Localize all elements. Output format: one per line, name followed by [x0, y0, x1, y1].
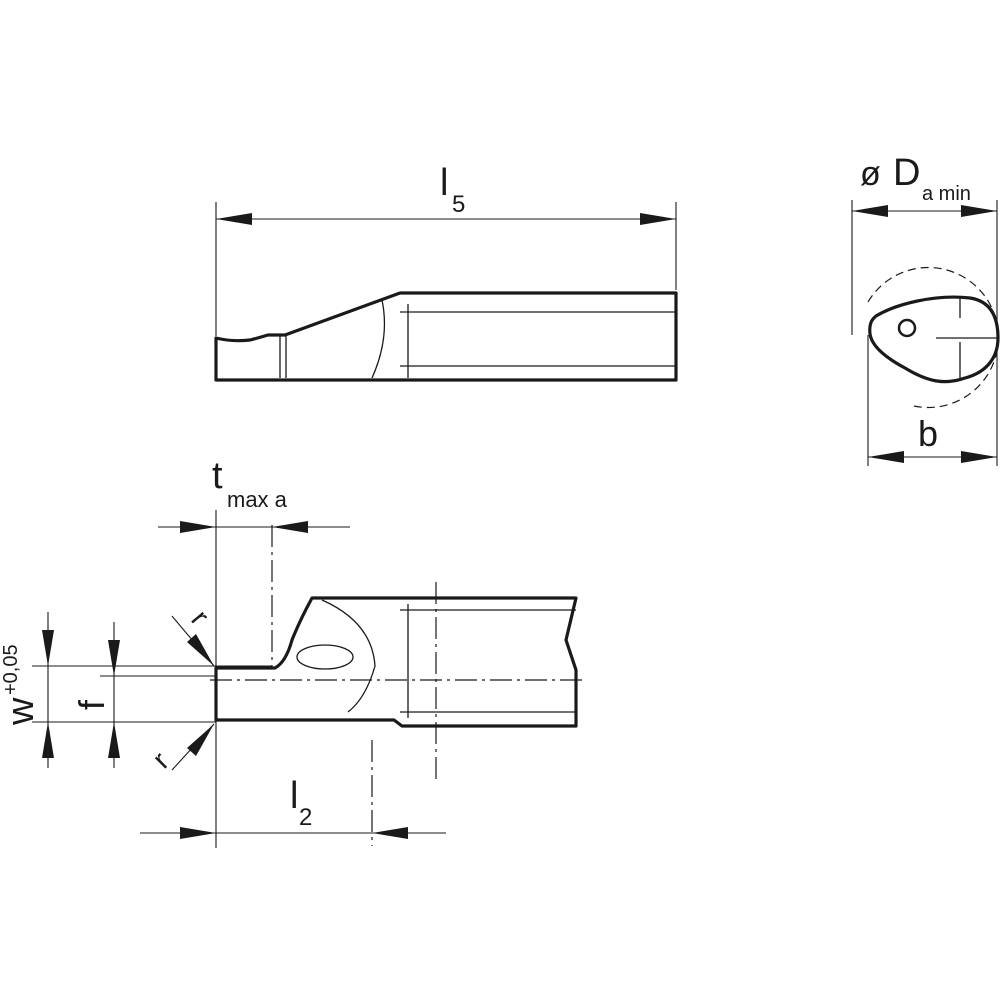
l2-main: l — [290, 775, 298, 817]
label-da-min: ø D a min — [860, 152, 971, 205]
da-prefix: ø — [860, 155, 881, 193]
label-b: b — [918, 413, 938, 454]
tool-body-top — [214, 291, 678, 382]
da-main: D — [893, 152, 920, 194]
l2-sub: 2 — [299, 804, 312, 831]
tmax-main: t — [212, 455, 223, 497]
detail-view-bottom — [32, 510, 586, 848]
insert-end-profile — [868, 295, 1000, 384]
da-sub: a min — [922, 183, 971, 205]
side-view-top — [214, 202, 678, 382]
label-f: f — [71, 699, 112, 710]
tool-body-bottom — [214, 596, 578, 728]
label-tmax-a: t max a — [212, 455, 288, 512]
label-l2: l 2 — [290, 775, 312, 831]
label-r-bottom: r — [146, 746, 175, 775]
w-sup: +0,05 — [0, 644, 22, 695]
l5-main: l — [440, 162, 448, 204]
w-main: w — [0, 697, 42, 726]
label-w: w +0,05 — [0, 644, 42, 726]
end-view — [851, 200, 1000, 466]
tmax-sub: max a — [227, 487, 288, 512]
l5-sub: 5 — [452, 191, 465, 218]
label-r-top: r — [185, 604, 215, 631]
label-l5: l 5 — [440, 162, 465, 218]
